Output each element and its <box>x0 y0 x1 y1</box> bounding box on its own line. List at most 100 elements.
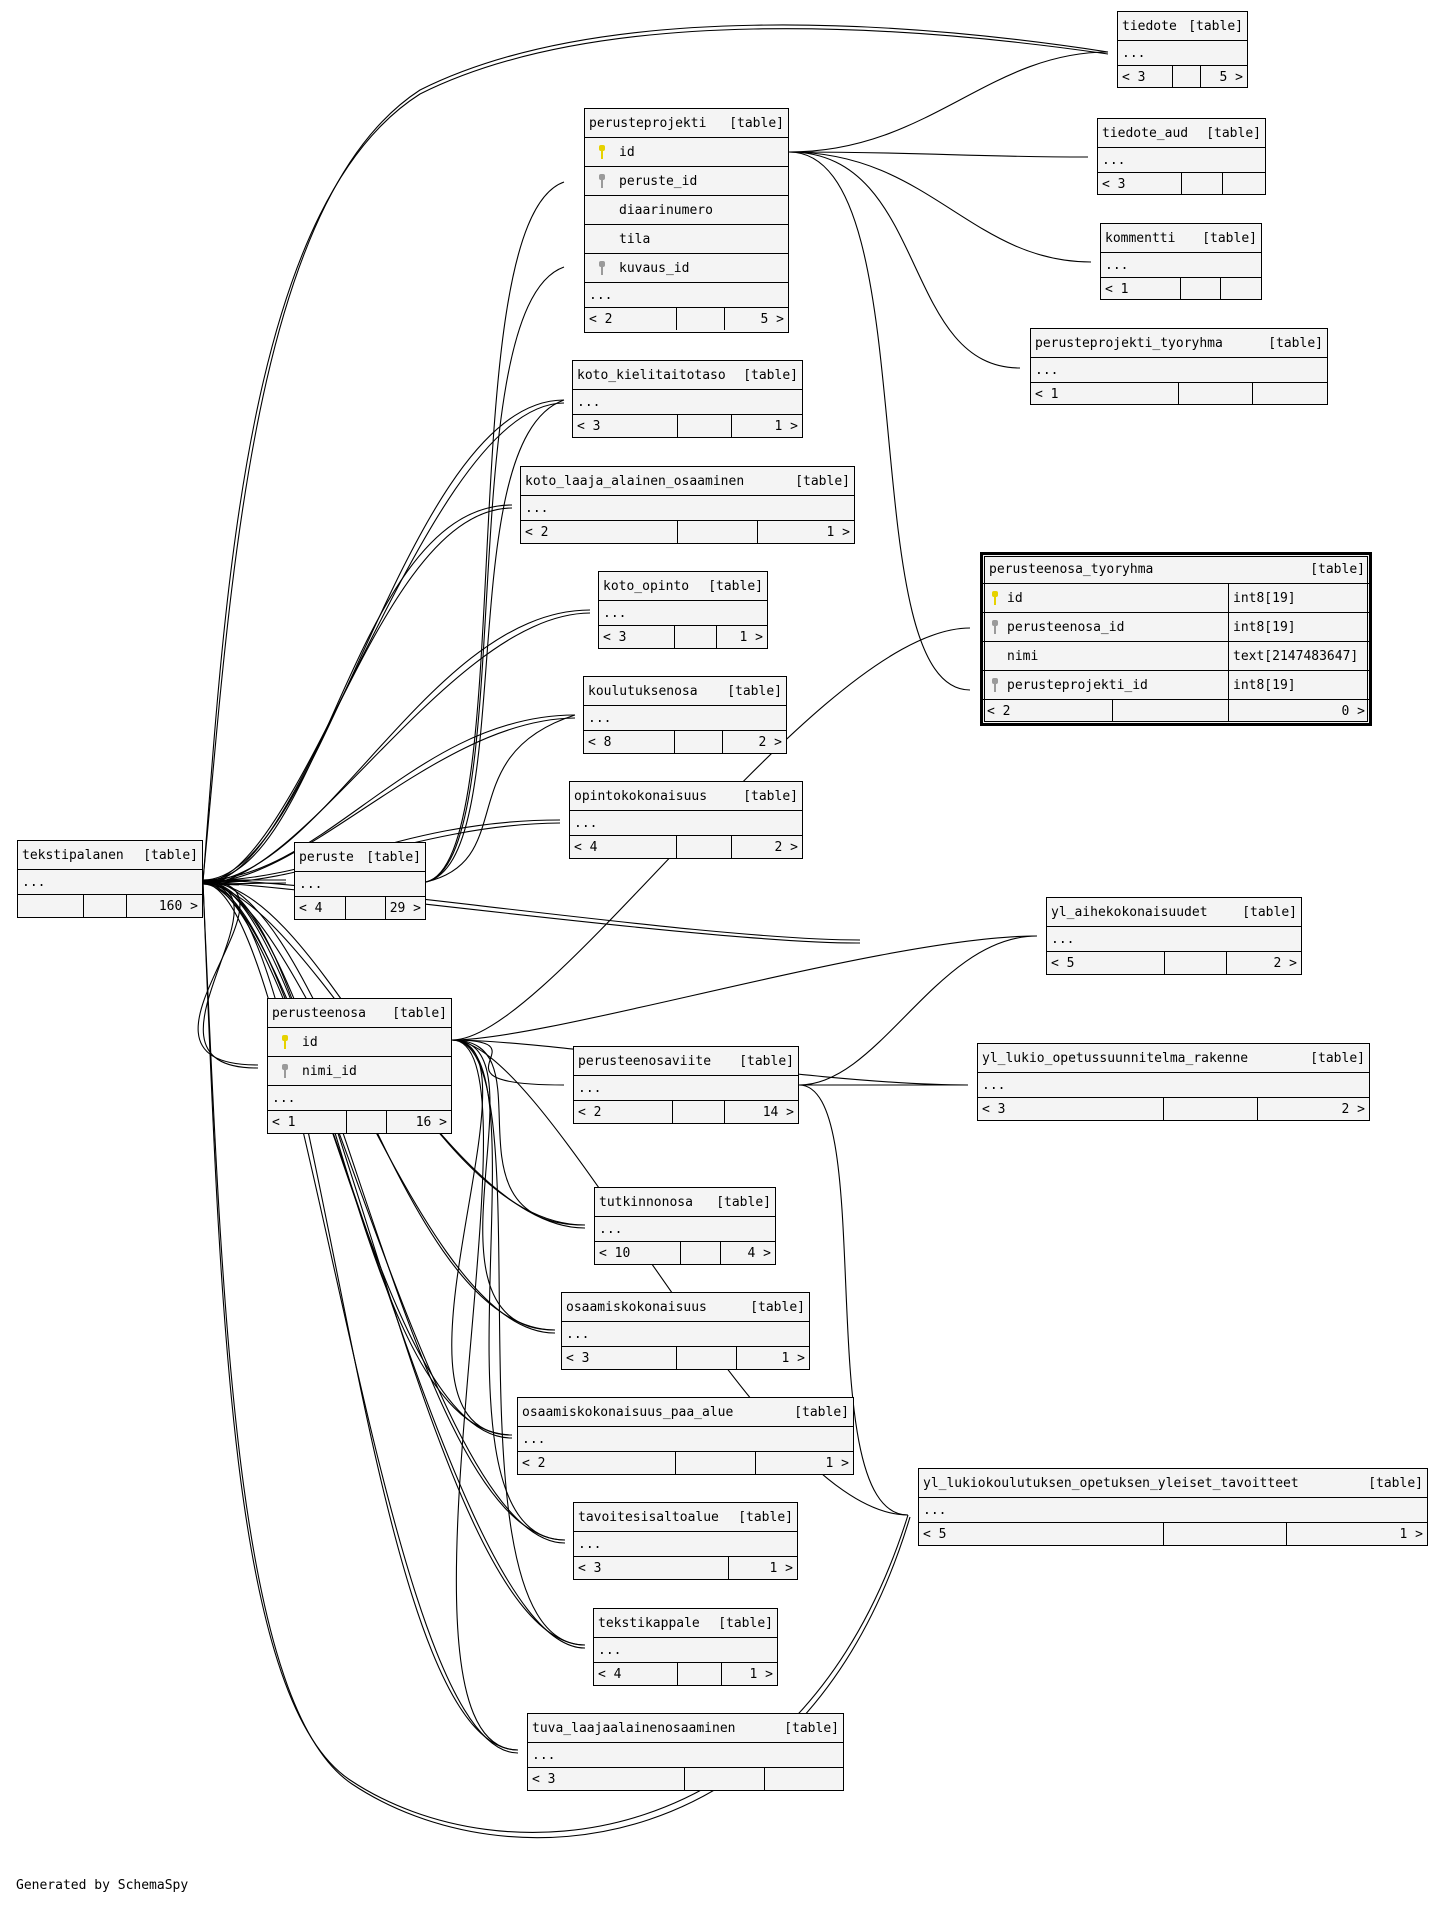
table-yl-lukiokoulutuksen-opetuksen-yleiset-tavoitteet[interactable]: yl_lukiokoulutuksen_opetuksen_yleiset_ta… <box>918 1468 1428 1546</box>
children-count[interactable]: 16 > <box>415 1114 447 1130</box>
parents-count[interactable]: < 10 <box>595 1242 681 1264</box>
children-count[interactable] <box>1223 173 1265 195</box>
parents-count[interactable]: < 4 <box>570 836 677 858</box>
relationship-line <box>202 28 1109 883</box>
parents-count[interactable]: < 2 <box>518 1452 676 1474</box>
relationship-line <box>425 181 565 883</box>
parents-count[interactable]: < 3 <box>562 1347 677 1369</box>
children-count[interactable]: 1 > <box>825 1455 849 1471</box>
parents-count[interactable]: < 3 <box>599 626 675 648</box>
relationship-line <box>451 1039 586 1646</box>
table-koto-laaja-alainen-osaaminen[interactable]: koto_laaja_alainen_osaaminen[table] ... … <box>520 466 855 544</box>
children-count[interactable]: 2 > <box>1273 955 1297 971</box>
column-row[interactable]: diaarinumero <box>585 196 788 225</box>
children-count[interactable]: 5 > <box>1219 69 1243 85</box>
table-tekstipalanen[interactable]: tekstipalanen[table] ... 160 > <box>17 840 203 918</box>
parents-count[interactable]: < 2 <box>521 521 678 543</box>
children-count[interactable]: 29 > <box>389 900 421 916</box>
children-count[interactable]: 2 > <box>1341 1101 1365 1117</box>
parents-count[interactable]: < 2 <box>574 1101 673 1123</box>
parents-count[interactable]: < 5 <box>919 1523 1164 1545</box>
children-count[interactable]: 5 > <box>760 311 784 327</box>
table-tiedote-aud[interactable]: tiedote_aud[table] ... < 3 <box>1097 118 1266 195</box>
children-count[interactable] <box>765 1768 843 1790</box>
relationship-line <box>202 504 513 882</box>
table-tag: [table] <box>795 473 850 489</box>
column-row[interactable]: nimi_id <box>268 1057 451 1086</box>
parents-count[interactable]: < 3 <box>574 1557 729 1579</box>
children-count[interactable]: 1 > <box>774 418 798 434</box>
children-count[interactable]: 14 > <box>762 1104 794 1120</box>
column-row[interactable]: id <box>585 138 788 167</box>
parents-count[interactable]: < 3 <box>1098 173 1182 195</box>
footer-mid <box>675 626 717 648</box>
children-count[interactable]: 1 > <box>769 1560 793 1576</box>
children-count[interactable]: 4 > <box>747 1245 771 1261</box>
children-count[interactable]: 2 > <box>758 734 782 750</box>
table-name: osaamiskokonaisuus_paa_alue <box>522 1404 734 1420</box>
children-count[interactable]: 2 > <box>774 839 798 855</box>
parents-count[interactable]: < 5 <box>1047 952 1165 974</box>
children-count[interactable]: 1 > <box>826 524 850 540</box>
parents-count[interactable]: < 4 <box>295 897 347 919</box>
column-row[interactable]: id <box>268 1028 451 1057</box>
parents-count[interactable]: < 1 <box>268 1111 347 1133</box>
parents-count[interactable]: < 1 <box>1101 278 1181 300</box>
footer-mid <box>84 895 127 917</box>
parents-count[interactable]: < 3 <box>573 415 678 437</box>
parents-count[interactable]: < 3 <box>528 1768 685 1790</box>
table-perusteprojekti[interactable]: perusteprojekti[table] id peruste_id dia… <box>584 108 789 333</box>
relationship-line <box>425 399 565 883</box>
parents-count[interactable]: < 3 <box>978 1098 1164 1120</box>
table-osaamiskokonaisuus-paa-alue[interactable]: osaamiskokonaisuus_paa_alue[table] ... <… <box>517 1397 854 1475</box>
table-tuva-laajaalainenosaaminen[interactable]: tuva_laajaalainenosaaminen[table] ... < … <box>527 1713 844 1791</box>
children-count[interactable]: 0 > <box>1341 703 1365 719</box>
children-count[interactable] <box>1221 278 1261 300</box>
parents-count[interactable]: < 1 <box>1031 383 1179 405</box>
column-row[interactable]: kuvaus_id <box>585 254 788 283</box>
column-row[interactable]: tila <box>585 225 788 254</box>
relationship-line <box>202 399 565 881</box>
children-count[interactable]: 1 > <box>1399 1526 1423 1542</box>
parents-count[interactable]: < 3 <box>1118 66 1173 88</box>
footer-mid <box>675 731 723 753</box>
table-perusteprojekti-tyoryhma[interactable]: perusteprojekti_tyoryhma[table] ... < 1 <box>1030 328 1328 405</box>
table-name: koulutuksenosa <box>588 683 698 699</box>
children-count[interactable]: 1 > <box>749 1666 773 1682</box>
table-kommentti[interactable]: kommentti[table] ... < 1 <box>1100 223 1262 300</box>
relationship-line <box>451 1039 565 1086</box>
children-count[interactable]: 1 > <box>739 629 763 645</box>
children-count[interactable]: 1 > <box>781 1350 805 1366</box>
parents-count[interactable]: < 8 <box>584 731 675 753</box>
parents-count[interactable]: < 4 <box>594 1663 678 1685</box>
table-yl-lukio-opetussuunnitelma-rakenne[interactable]: yl_lukio_opetussuunnitelma_rakenne[table… <box>977 1043 1370 1121</box>
relationship-line <box>788 51 1109 153</box>
children-count[interactable] <box>1253 383 1327 405</box>
parents-count[interactable]: < 2 <box>983 700 1113 722</box>
relationship-line <box>202 507 513 884</box>
children-count[interactable]: 160 > <box>158 898 198 914</box>
parents-count[interactable] <box>18 895 84 917</box>
table-name: koto_laaja_alainen_osaaminen <box>525 473 745 489</box>
more-columns: ... <box>570 811 802 836</box>
parents-count[interactable]: < 2 <box>585 308 677 330</box>
column-row[interactable]: peruste_id <box>585 167 788 196</box>
